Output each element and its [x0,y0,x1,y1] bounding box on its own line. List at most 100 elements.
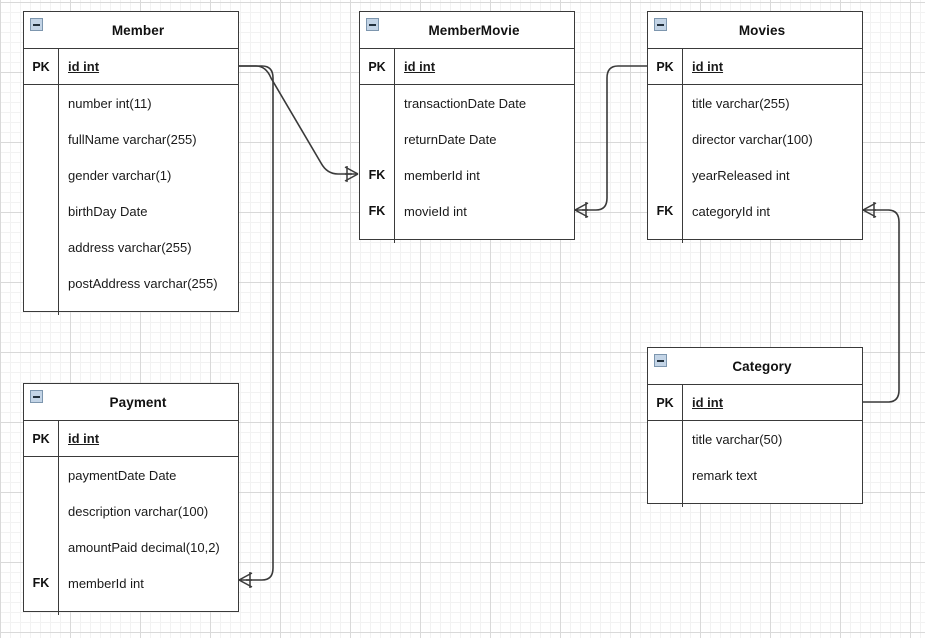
table-bottom-spacer [648,229,862,243]
entity-membermovie[interactable]: MemberMovie PK id int transactionDate Da… [359,11,575,243]
row-name: gender varchar(1) [68,167,172,183]
attribute-list: PK id int number int(11) fullName varcha… [24,49,238,315]
entity-category[interactable]: Category PK id int title varchar(50) rem… [647,347,863,507]
row-name: memberId int [404,167,480,183]
row-name: birthDay Date [68,203,148,219]
row-key [24,529,59,565]
table-row[interactable]: description varchar(100) [24,493,238,529]
entity-header: Member [24,12,238,49]
table-bottom-spacer [360,229,574,243]
row-key: FK [24,565,59,601]
entity-title: MemberMovie [428,22,520,38]
row-key [24,457,59,493]
table-bottom-spacer [24,601,238,615]
entity-title: Payment [109,394,167,410]
table-row[interactable]: PK id int [24,49,238,85]
row-name: title varchar(50) [692,431,783,447]
table-row[interactable]: director varchar(100) [648,121,862,157]
row-key: PK [360,49,395,84]
entity-title: Category [732,358,792,374]
table-row[interactable]: amountPaid decimal(10,2) [24,529,238,565]
connector-category-movies [863,209,900,403]
table-row[interactable]: PK id int [648,385,862,421]
table-row[interactable]: remark text [648,457,862,493]
entity-header: Category [648,348,862,385]
table-row[interactable]: address varchar(255) [24,229,238,265]
row-name: id int [692,59,724,74]
row-name: categoryId int [692,203,771,219]
row-name: remark text [692,467,758,483]
table-row[interactable]: yearReleased int [648,157,862,193]
collapse-minus-icon[interactable] [366,18,379,31]
table-row[interactable]: FK memberId int [24,565,238,601]
row-key [24,193,59,229]
entity-member[interactable]: Member PK id int number int(11) fullName… [23,11,239,315]
row-key [24,157,59,193]
row-key: PK [648,49,683,84]
table-row[interactable]: PK id int [24,421,238,457]
row-key [24,121,59,157]
attribute-list: PK id int paymentDate Date description v… [24,421,238,615]
row-key: FK [648,193,683,229]
row-key [648,121,683,157]
row-name: amountPaid decimal(10,2) [68,539,220,555]
entity-title: Member [111,22,165,38]
row-key [648,421,683,457]
row-name: id int [68,431,100,446]
table-row[interactable]: birthDay Date [24,193,238,229]
collapse-minus-icon[interactable] [30,18,43,31]
connector-member-payment [239,65,274,581]
row-name: yearReleased int [692,167,790,183]
collapse-minus-icon[interactable] [654,354,667,367]
table-row[interactable]: FK movieId int [360,193,574,229]
table-row[interactable]: transactionDate Date [360,85,574,121]
row-key [24,229,59,265]
table-row[interactable]: fullName varchar(255) [24,121,238,157]
row-name: postAddress varchar(255) [68,275,218,291]
row-name: returnDate Date [404,131,497,147]
row-name: id int [68,59,100,74]
table-row[interactable]: PK id int [360,49,574,85]
entity-header: Movies [648,12,862,49]
row-name: title varchar(255) [692,95,790,111]
row-name: movieId int [404,203,467,219]
attribute-list: PK id int transactionDate Date returnDat… [360,49,574,243]
row-name: number int(11) [68,95,152,111]
table-bottom-spacer [24,301,238,315]
crowfoot-membermovie-movieid [574,202,589,218]
entity-payment[interactable]: Payment PK id int paymentDate Date descr… [23,383,239,615]
row-key: PK [24,49,59,84]
row-name: id int [404,59,436,74]
row-key: FK [360,193,395,229]
row-name: paymentDate Date [68,467,177,483]
row-key: FK [360,157,395,193]
row-key [24,265,59,301]
row-name: transactionDate Date [404,95,527,111]
table-row[interactable]: FK memberId int [360,157,574,193]
table-row[interactable]: PK id int [648,49,862,85]
table-row[interactable]: postAddress varchar(255) [24,265,238,301]
row-name: director varchar(100) [692,131,813,147]
row-name: address varchar(255) [68,239,192,255]
attribute-list: PK id int title varchar(50) remark text [648,385,862,507]
collapse-minus-icon[interactable] [30,390,43,403]
row-name: id int [692,395,724,410]
entity-movies[interactable]: Movies PK id int title varchar(255) dire… [647,11,863,243]
table-row[interactable]: title varchar(50) [648,421,862,457]
table-row[interactable]: paymentDate Date [24,457,238,493]
table-row[interactable]: returnDate Date [360,121,574,157]
entity-header: MemberMovie [360,12,574,49]
attribute-list: PK id int title varchar(255) director va… [648,49,862,243]
row-key [648,85,683,121]
row-key [360,121,395,157]
collapse-minus-icon[interactable] [654,18,667,31]
table-row[interactable]: FK categoryId int [648,193,862,229]
table-row[interactable]: gender varchar(1) [24,157,238,193]
crowfoot-membermovie-memberid [344,166,359,182]
table-row[interactable]: number int(11) [24,85,238,121]
connector-member-membermovie [239,65,352,175]
entity-header: Payment [24,384,238,421]
table-row[interactable]: title varchar(255) [648,85,862,121]
row-name: fullName varchar(255) [68,131,197,147]
